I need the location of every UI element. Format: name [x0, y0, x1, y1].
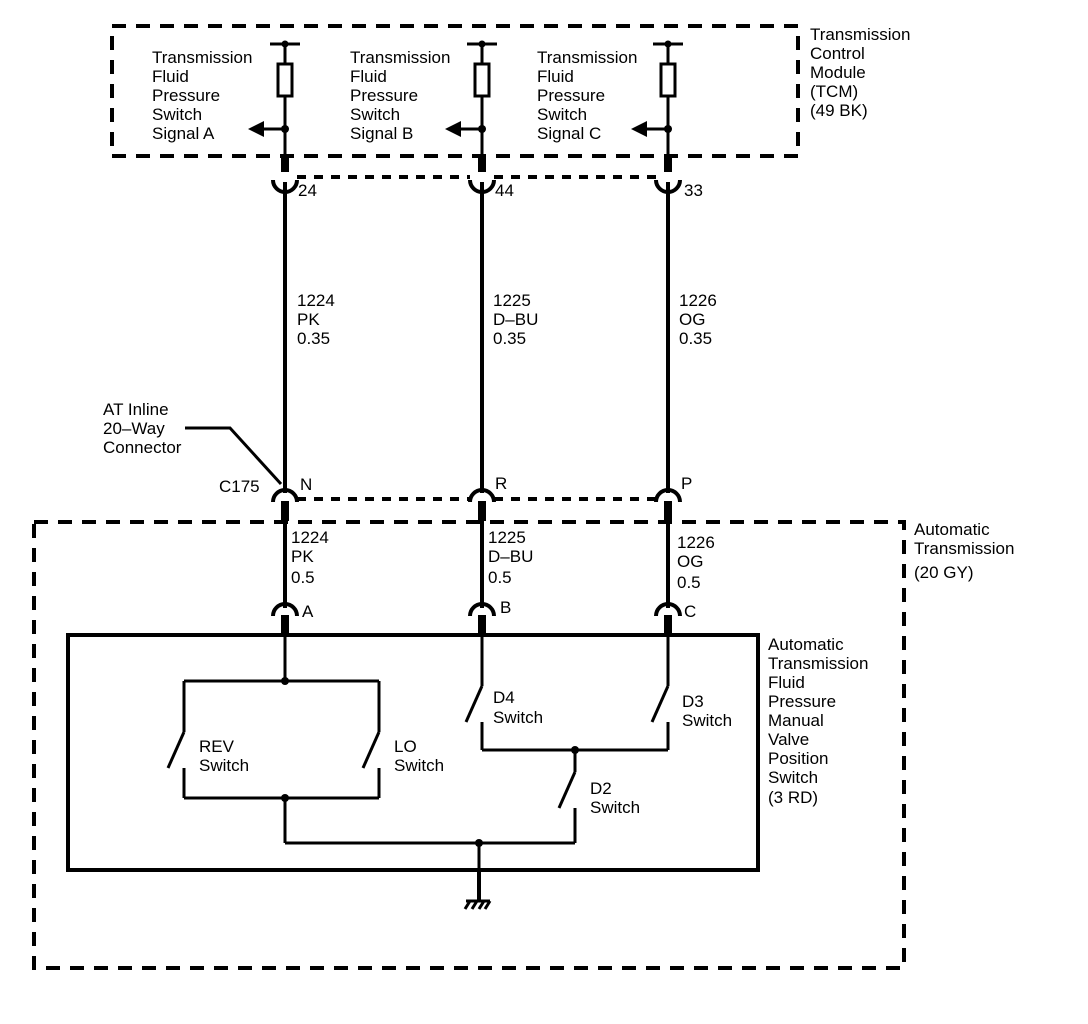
- switch-pin-a: A: [302, 602, 314, 621]
- svg-text:Transmission Fluid: Transmission Fluid Pressure Switch Signa…: [350, 48, 455, 143]
- switch-pin-c: C: [684, 602, 696, 621]
- inline-pin-n: N: [300, 475, 312, 494]
- tcm-pin-24: 24: [298, 181, 317, 200]
- inline-connector-leader: [185, 426, 283, 486]
- lo-switch-label: LO Switch: [394, 737, 444, 775]
- switch-pin-b: B: [500, 598, 511, 617]
- wire-label-1225-upper: 1225 D–BU 0.35: [493, 291, 543, 348]
- wire-label-1225-lower: 1225 D–BU 0.5: [488, 528, 538, 587]
- tcm-boundary: [110, 24, 800, 158]
- transmission-title: Automatic Transmission (20 GY): [914, 520, 1019, 582]
- d3-switch-blade: [650, 685, 670, 723]
- switch-assembly-title: Automatic Transmission Fluid Pressure Ma…: [768, 635, 873, 807]
- tcm-signal-c: Transmission Fluid Pressure Switch Signa…: [537, 40, 683, 154]
- wire-label-1224-lower: 1224 PK 0.5: [291, 528, 334, 587]
- wire-label-1226-lower: 1226 OG 0.5: [677, 533, 720, 592]
- inline-connector-c175: C175 N R P: [219, 474, 692, 521]
- tcm-pin-33: 33: [684, 181, 703, 200]
- d4-d3-d2-circuit: [464, 635, 670, 843]
- rev-switch-blade: [166, 731, 186, 769]
- inline-pin-r: R: [495, 474, 507, 493]
- d3-switch-label: D3 Switch: [682, 692, 732, 730]
- pullup-resistor-c: [659, 62, 677, 98]
- ground-icon: [463, 899, 492, 910]
- switch-assembly-box: [66, 633, 760, 872]
- svg-text:Transmission Fluid: Transmission Fluid Pressure Switch Signa…: [537, 48, 642, 143]
- upper-wires: [283, 182, 670, 493]
- tcm-title: Transmission Control Module (TCM) (49 BK…: [810, 25, 915, 120]
- tcm-connector: 24 44 33: [271, 154, 703, 200]
- switch-connector: A B C: [271, 598, 696, 635]
- signal-arrow-b-icon: [445, 121, 461, 137]
- inline-connector-label: AT Inline 20–Way Connector: [103, 400, 182, 457]
- lower-wires: [283, 521, 670, 608]
- svg-text:Transmission Fluid: Transmission Fluid Pressure Switch Signa…: [152, 48, 257, 143]
- connector-id: C175: [219, 477, 260, 496]
- pullup-resistor-b: [473, 62, 491, 98]
- tcm-signal-b: Transmission Fluid Pressure Switch Signa…: [350, 40, 497, 154]
- wire-label-1224-upper: 1224 PK 0.35: [297, 291, 340, 348]
- lo-switch-blade: [361, 731, 381, 769]
- wire-label-1226-upper: 1226 OG 0.35: [679, 291, 722, 348]
- pullup-resistor-a: [276, 62, 294, 98]
- signal-arrow-a-icon: [248, 121, 264, 137]
- d4-switch-label: D4 Switch: [493, 688, 543, 727]
- transmission-boundary: [32, 520, 906, 970]
- d2-switch-blade: [557, 771, 577, 809]
- signal-arrow-c-icon: [631, 121, 647, 137]
- ground-circuit: [285, 839, 575, 910]
- inline-pin-p: P: [681, 474, 692, 493]
- rev-lo-circuit: [166, 635, 381, 843]
- tcm-signal-a: Transmission Fluid Pressure Switch Signa…: [152, 40, 300, 154]
- d2-switch-label: D2 Switch: [590, 779, 640, 817]
- d4-switch-blade: [464, 685, 484, 723]
- rev-switch-label: REV Switch: [199, 737, 249, 775]
- tcm-pin-44: 44: [495, 181, 514, 200]
